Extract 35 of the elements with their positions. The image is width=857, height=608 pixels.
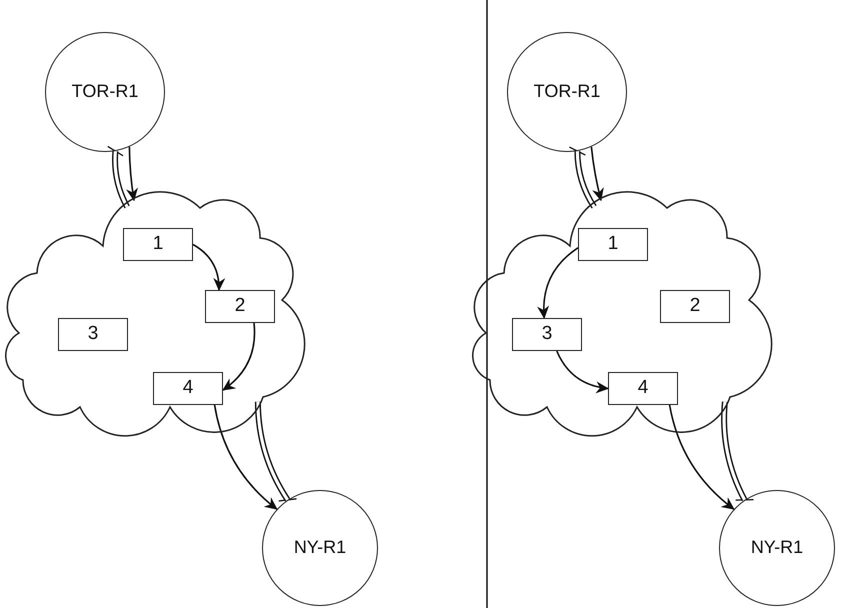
node-label: 2 [234, 296, 246, 317]
router-circle [507, 32, 627, 152]
router-circle [262, 490, 378, 606]
arrow [668, 404, 735, 510]
step-box [608, 372, 678, 405]
node-label: 4 [638, 378, 648, 399]
step-box [153, 372, 223, 405]
arrow [126, 146, 138, 202]
arrow [214, 404, 278, 510]
router-circle [45, 32, 165, 152]
node-label: NY-R1 [294, 538, 346, 558]
node-label: 2 [690, 296, 700, 317]
node-label: 1 [608, 234, 618, 255]
link-line [568, 146, 597, 208]
arrow [222, 322, 256, 391]
arrow [192, 244, 225, 291]
node-label: 4 [182, 378, 194, 399]
step-box [205, 290, 275, 323]
node-label: 3 [88, 324, 98, 345]
step-box [578, 228, 648, 261]
arrow [590, 146, 604, 202]
step-box [512, 318, 582, 351]
node-label: 3 [542, 324, 552, 345]
link-line [254, 402, 298, 502]
link-line [721, 402, 754, 502]
node-label: TOR-R1 [72, 82, 138, 102]
step-box [58, 318, 128, 351]
node-label: TOR-R1 [534, 82, 600, 102]
step-box [123, 228, 193, 261]
arrow [556, 350, 609, 393]
router-circle [719, 490, 835, 606]
link-line [107, 146, 130, 208]
node-label: NY-R1 [750, 538, 804, 558]
step-box [660, 290, 730, 323]
node-label: 1 [152, 234, 164, 255]
